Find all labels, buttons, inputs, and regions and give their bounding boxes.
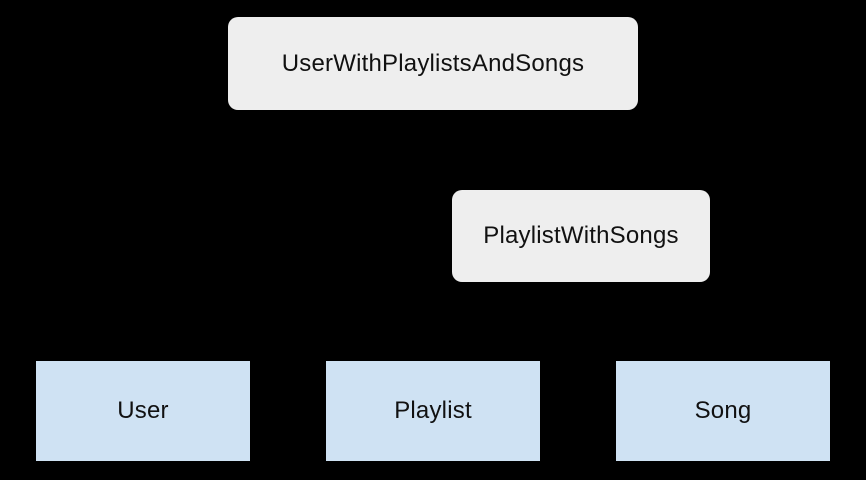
node-label: PlaylistWithSongs	[483, 222, 679, 249]
node-song: Song	[616, 361, 830, 461]
node-user-with-playlists-and-songs: UserWithPlaylistsAndSongs	[228, 17, 638, 110]
node-user: User	[36, 361, 250, 461]
node-playlist-with-songs: PlaylistWithSongs	[452, 190, 710, 282]
node-label: User	[117, 397, 169, 424]
node-label: Playlist	[394, 397, 472, 424]
node-label: Song	[694, 397, 752, 424]
node-label: UserWithPlaylistsAndSongs	[281, 49, 585, 77]
node-playlist: Playlist	[326, 361, 540, 461]
